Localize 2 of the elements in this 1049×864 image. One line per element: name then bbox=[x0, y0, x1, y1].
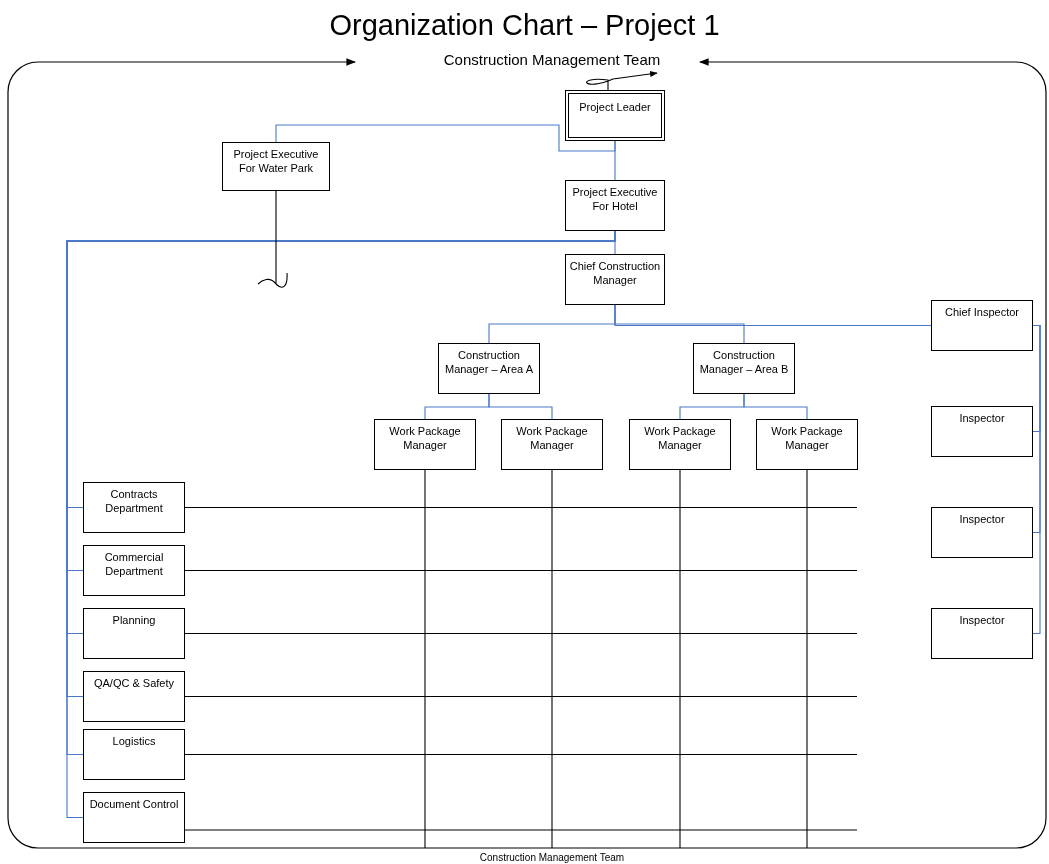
team-caption: Construction Management Team bbox=[479, 851, 625, 864]
chart-title: Organization Chart – Project 1 bbox=[328, 8, 721, 42]
